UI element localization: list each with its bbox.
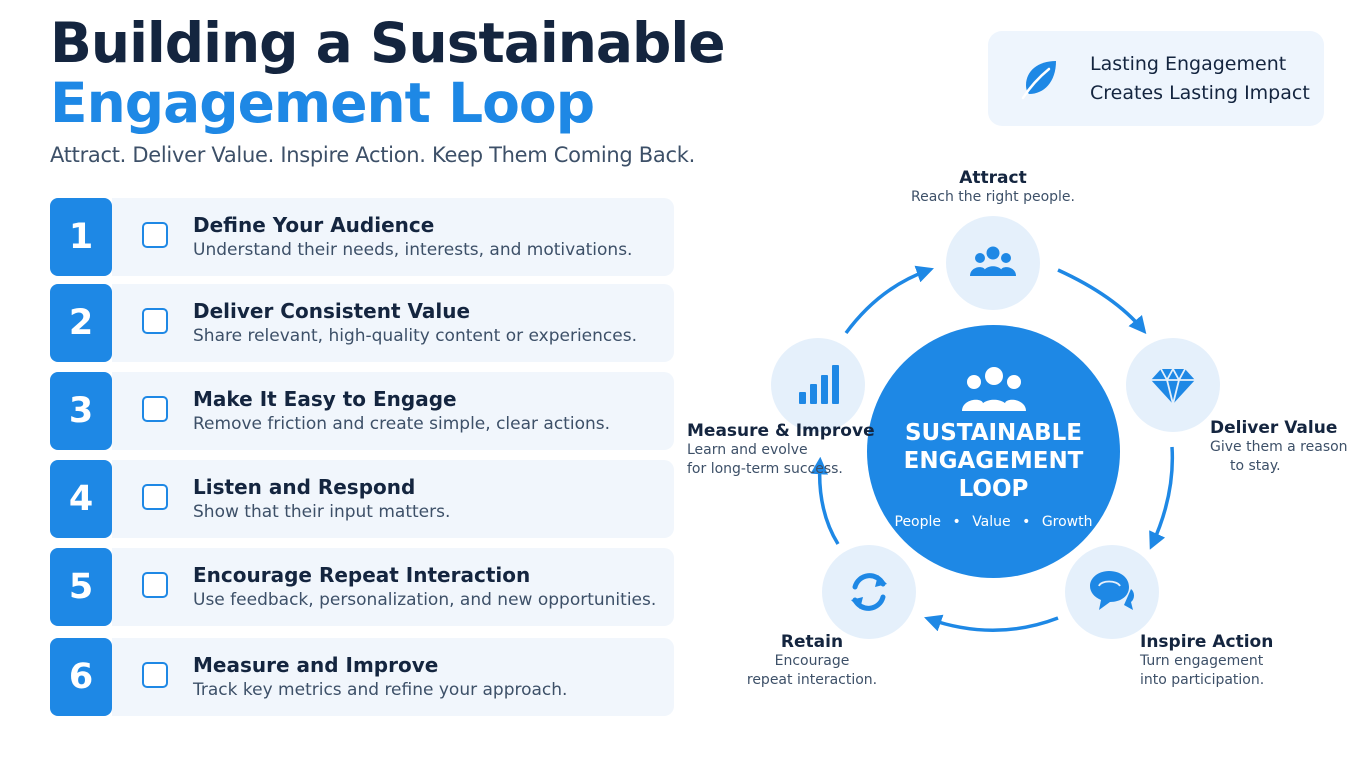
stage-description-line2: into participation. [1140,672,1265,688]
center-tags: People • Value • Growth [867,514,1120,530]
step-number: 2 [50,284,112,362]
step-number: 6 [50,638,112,716]
stage-label-deliver-value: Deliver Value Give them a reason to stay… [1210,418,1348,476]
stage-title: Deliver Value [1210,418,1338,438]
stage-node-inspire-action [1065,545,1159,639]
step-item-4: 4 Listen and Respond Show that their inp… [50,460,674,538]
diamond-icon [1151,367,1195,405]
stage-description: Reach the right people. [911,189,1075,205]
step-description: Show that their input matters. [193,502,451,522]
step-item-2: 2 Deliver Consistent Value Share relevan… [50,284,674,362]
page-title-highlight: Engagement Loop [50,71,595,135]
stage-title: Retain [780,632,844,652]
step-title: Measure and Improve [193,653,439,677]
arrow-inspire-to-retain [924,614,1059,632]
step-card [112,638,674,716]
stage-description: Turn engagement [1140,653,1264,669]
step-number: 4 [50,460,112,538]
stage-description-line2: to stay. [1230,458,1281,474]
stage-label-measure-improve: Measure & Improve Learn and evolve for l… [687,421,875,479]
center-title-line2: ENGAGEMENT [903,448,1084,474]
step-item-3: 3 Make It Easy to Engage Remove friction… [50,372,674,450]
stage-description: Give them a reason [1210,439,1348,455]
step-description: Use feedback, personalization, and new o… [193,590,657,610]
bar-chart-icon [799,365,839,404]
loop-center: SUSTAINABLE ENGAGEMENT LOOP People • Val… [867,325,1120,578]
stage-label-retain: Retain Encourage repeat interaction. [737,632,887,690]
stage-node-attract [946,216,1040,310]
stage-description: Learn and evolve [687,442,808,458]
step-card [112,372,674,450]
step-description: Track key metrics and refine your approa… [193,680,568,700]
step-card [112,198,674,276]
step-checkbox[interactable] [142,396,168,422]
separator-dot: • [1022,514,1031,530]
stage-label-inspire-action: Inspire Action Turn engagement into part… [1140,632,1273,690]
step-checkbox[interactable] [142,484,168,510]
step-number: 5 [50,548,112,626]
arrow-measure-to-attract [844,265,934,335]
step-item-1: 1 Define Your Audience Understand their … [50,198,674,276]
people-icon [962,367,1026,411]
tag-value: Value [972,514,1011,530]
arrow-retain-to-measure [810,456,840,545]
step-card [112,548,674,626]
leaf-icon [1021,61,1056,100]
stage-node-measure-improve [771,338,865,432]
refresh-icon [851,573,887,611]
stage-description-line2: for long-term success. [687,461,843,477]
step-title: Deliver Consistent Value [193,299,471,323]
center-title-line1: SUSTAINABLE [904,420,1082,446]
step-number: 3 [50,372,112,450]
arrow-attract-to-deliver [1057,268,1147,335]
tag-growth: Growth [1041,514,1093,530]
step-checkbox[interactable] [142,572,168,598]
step-title: Make It Easy to Engage [193,387,457,411]
step-item-6: 6 Measure and Improve Track key metrics … [50,638,674,716]
arrow-deliver-to-inspire [1149,446,1175,550]
step-checkbox[interactable] [142,222,168,248]
stage-node-deliver-value [1126,338,1220,432]
step-description: Remove friction and create simple, clear… [193,414,611,434]
stage-description-line2: repeat interaction. [746,672,878,688]
step-card [112,460,674,538]
step-description: Understand their needs, interests, and m… [193,240,633,260]
chat-icon [1090,571,1134,610]
step-item-5: 5 Encourage Repeat Interaction Use feedb… [50,548,674,626]
page-subtitle: Attract. Deliver Value. Inspire Action. … [50,143,695,167]
stage-node-retain [822,545,916,639]
center-title-line3: LOOP [958,476,1029,502]
step-card [112,284,674,362]
tag-people: People [894,514,942,530]
step-title: Encourage Repeat Interaction [193,563,531,587]
stage-title: Inspire Action [1140,632,1274,652]
step-checkbox[interactable] [142,662,168,688]
impact-badge: Lasting Engagement Creates Lasting Impac… [988,31,1324,126]
step-title: Define Your Audience [193,213,435,237]
stage-description: Encourage [774,653,850,669]
stage-label-attract: Attract Reach the right people. [900,168,1086,207]
step-checkbox[interactable] [142,308,168,334]
users-icon [970,246,1016,276]
step-description: Share relevant, high-quality content or … [193,326,637,346]
separator-dot: • [952,514,961,530]
step-number: 1 [50,198,112,276]
badge-line2: Creates Lasting Impact [1090,82,1310,104]
step-title: Listen and Respond [193,475,416,499]
stage-title: Measure & Improve [687,421,875,441]
page-title: Building a Sustainable [50,11,725,75]
stage-title: Attract [959,168,1027,188]
badge-line1: Lasting Engagement [1090,53,1287,75]
